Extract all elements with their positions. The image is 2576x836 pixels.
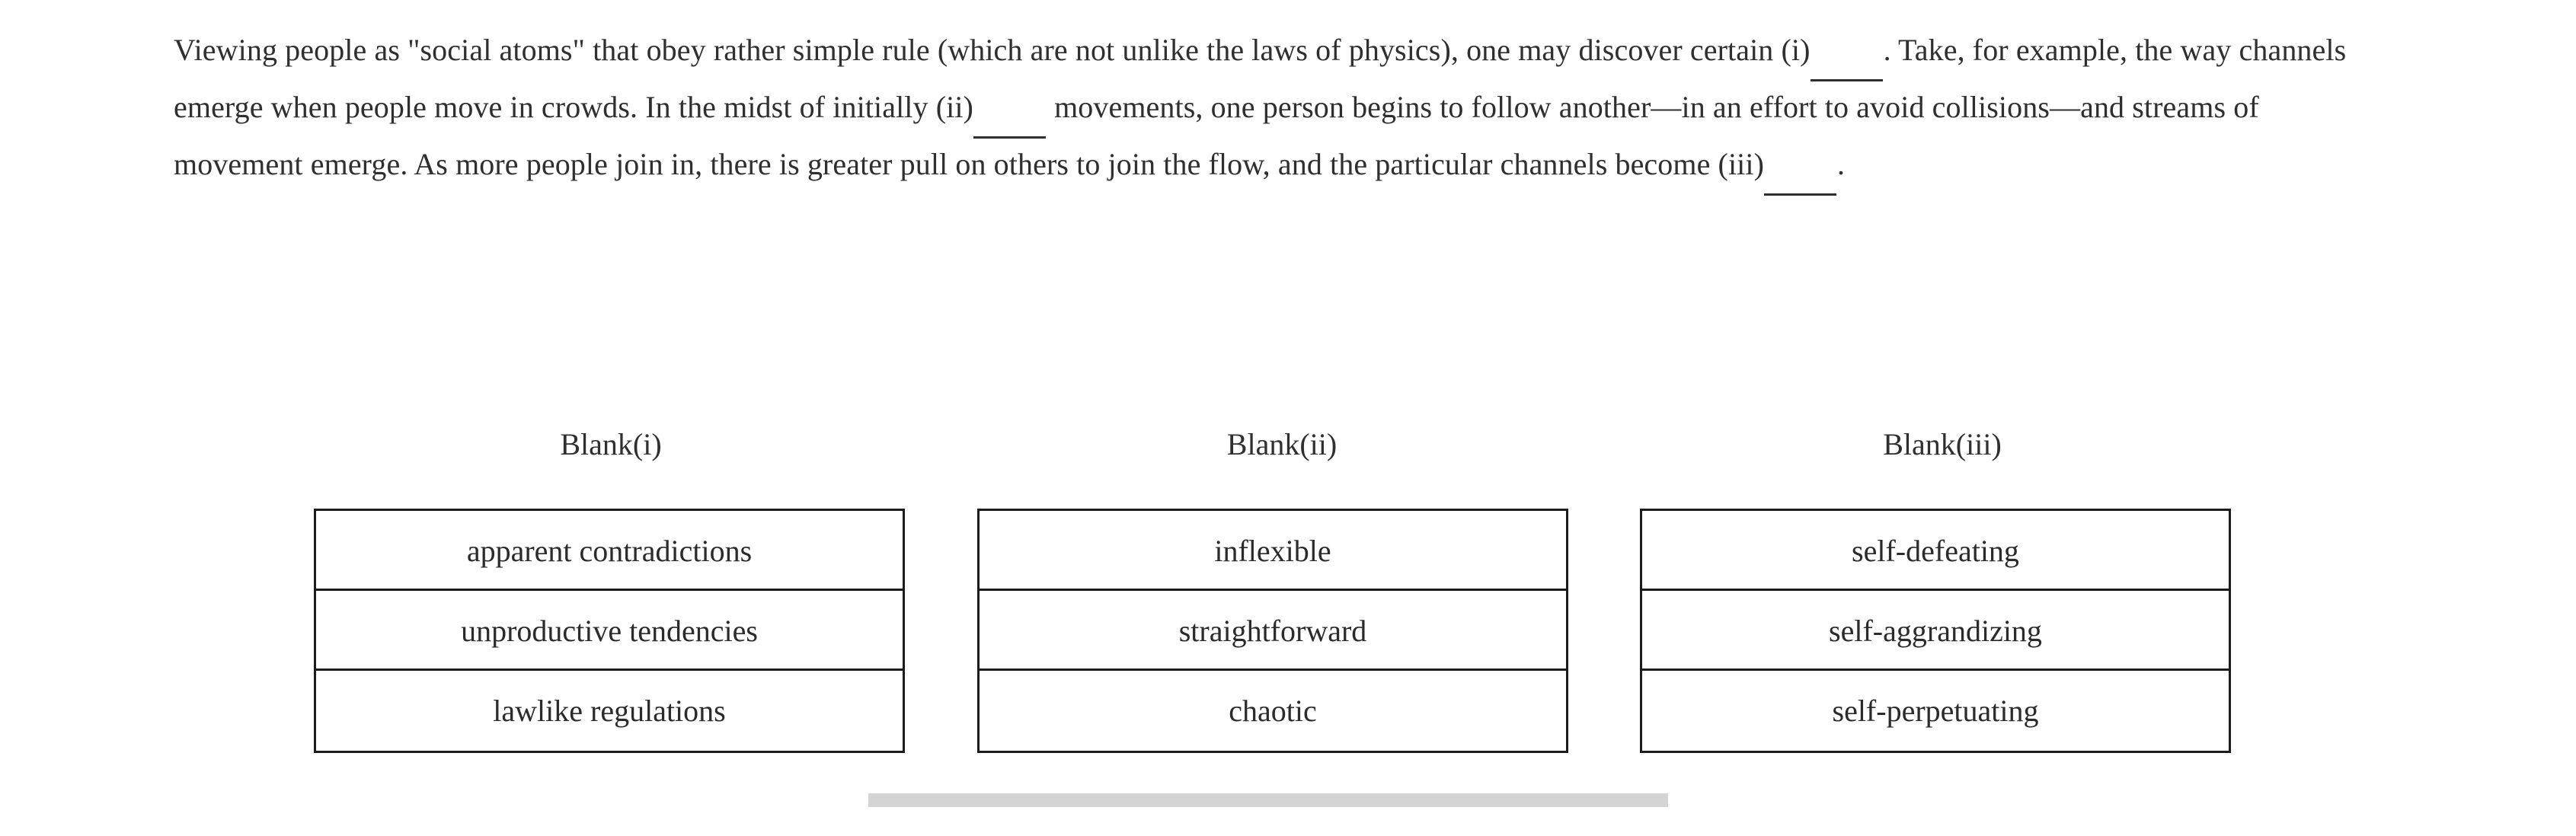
horizontal-scrollbar-thumb[interactable] — [868, 793, 1668, 807]
column-headers: Blank(i) Blank(ii) Blank(iii) — [0, 426, 2576, 480]
column-header-blank-ii: Blank(ii) — [1226, 427, 1338, 461]
blank-i-underline — [1810, 53, 1883, 81]
passage-segment-3: movements, one person begins to follow a… — [174, 90, 2259, 181]
option-ii-2[interactable]: straightforward — [980, 591, 1566, 671]
option-column-blank-iii: self-defeating self-aggrandizing self-pe… — [1640, 509, 2231, 753]
option-column-blank-i: apparent contradictions unproductive ten… — [314, 509, 905, 753]
option-ii-1[interactable]: inflexible — [980, 511, 1566, 591]
option-ii-3[interactable]: chaotic — [980, 671, 1566, 751]
option-i-2[interactable]: unproductive tendencies — [316, 591, 903, 671]
option-i-1[interactable]: apparent contradictions — [316, 511, 903, 591]
passage-segment-2: . Take, for example, the way channels em… — [174, 33, 2347, 124]
passage-text: Viewing people as "social atoms" that ob… — [174, 21, 2383, 196]
blank-iii-underline — [1764, 167, 1837, 196]
option-column-blank-ii: inflexible straightforward chaotic — [977, 509, 1568, 753]
option-iii-2[interactable]: self-aggrandizing — [1642, 591, 2229, 671]
option-iii-1[interactable]: self-defeating — [1642, 511, 2229, 591]
option-columns: apparent contradictions unproductive ten… — [0, 509, 2576, 760]
option-i-3[interactable]: lawlike regulations — [316, 671, 903, 751]
passage-segment-1: Viewing people as "social atoms" that ob… — [174, 33, 1811, 67]
column-header-blank-iii: Blank(iii) — [1883, 427, 2002, 461]
blank-ii-underline — [973, 110, 1046, 139]
option-iii-3[interactable]: self-perpetuating — [1642, 671, 2229, 751]
column-header-blank-i: Blank(i) — [560, 427, 662, 461]
passage-segment-4: . — [1837, 147, 1846, 181]
answer-choice-area: Blank(i) Blank(ii) Blank(iii) apparent c… — [0, 426, 2576, 760]
